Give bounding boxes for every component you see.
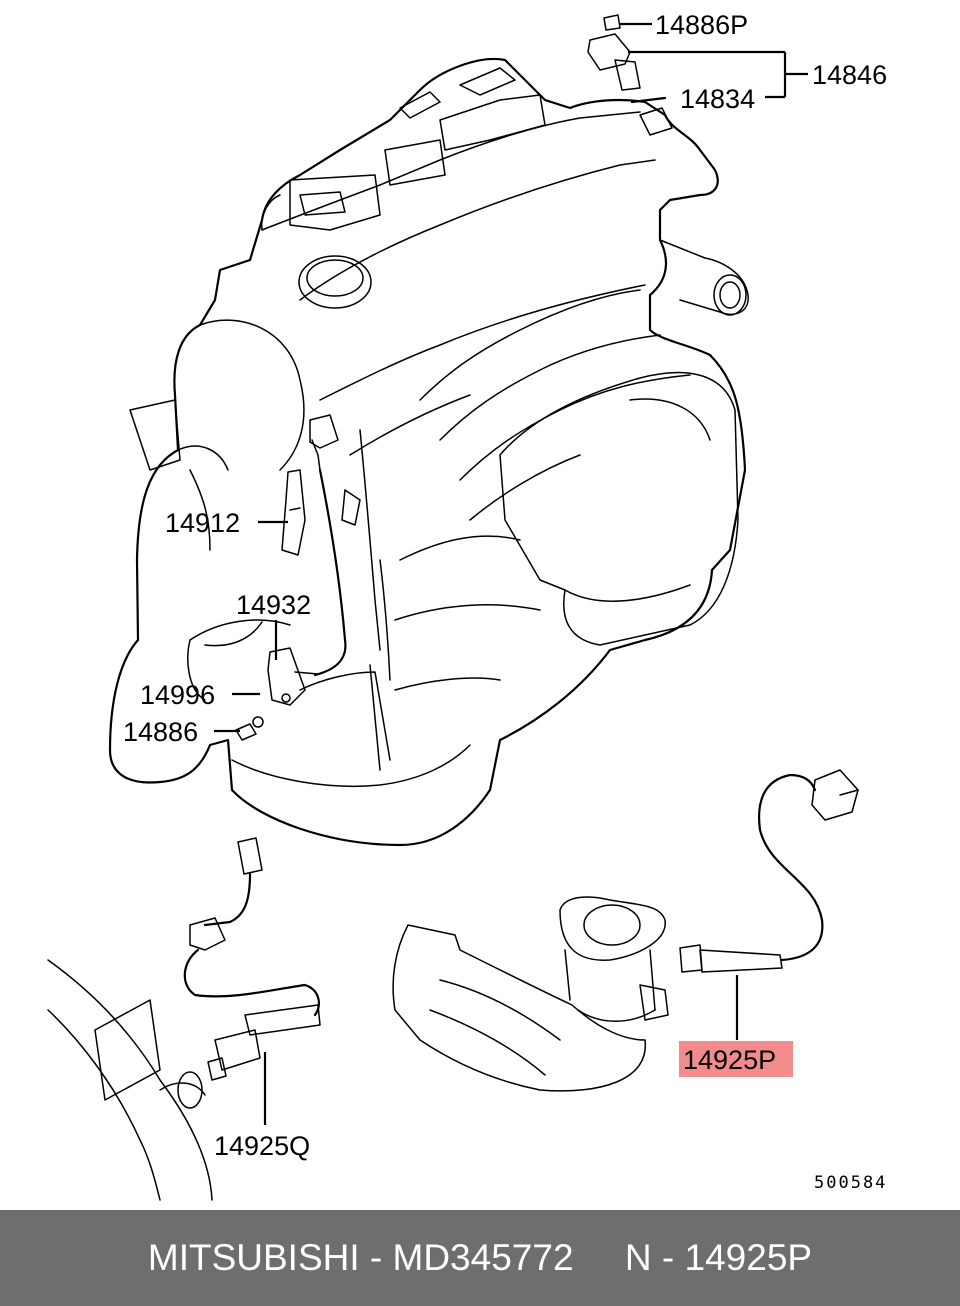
o2-sensor-14925Q-illustration xyxy=(47,837,321,1201)
label-14886: 14886 xyxy=(123,717,198,747)
label-14912: 14912 xyxy=(165,508,240,538)
cam-sensor-illustration xyxy=(587,14,673,136)
o2-sensor-14925P-illustration xyxy=(392,769,859,1092)
highlight-14925P-box xyxy=(679,1041,793,1077)
leader-lines xyxy=(204,22,808,1125)
part-info-text: MITSUBISHI - MD345772 N - 14925P xyxy=(147,1237,813,1278)
label-14846: 14846 xyxy=(812,60,887,90)
part-info-banner: MITSUBISHI - MD345772 N - 14925P xyxy=(0,1210,960,1306)
engine-block-illustration xyxy=(108,57,749,847)
crank-sensor-illustration xyxy=(235,414,361,741)
parts-diagram: 14886P 14846 14834 14912 14932 14996 148… xyxy=(47,10,887,1201)
label-14932: 14932 xyxy=(236,590,311,620)
label-14834: 14834 xyxy=(680,84,755,114)
label-14925Q: 14925Q xyxy=(214,1131,310,1161)
label-14886P: 14886P xyxy=(655,10,748,40)
label-14996: 14996 xyxy=(140,680,215,710)
label-14925P[interactable]: 14925P xyxy=(683,1045,776,1075)
diagram-reference-number: 500584 xyxy=(814,1173,887,1193)
